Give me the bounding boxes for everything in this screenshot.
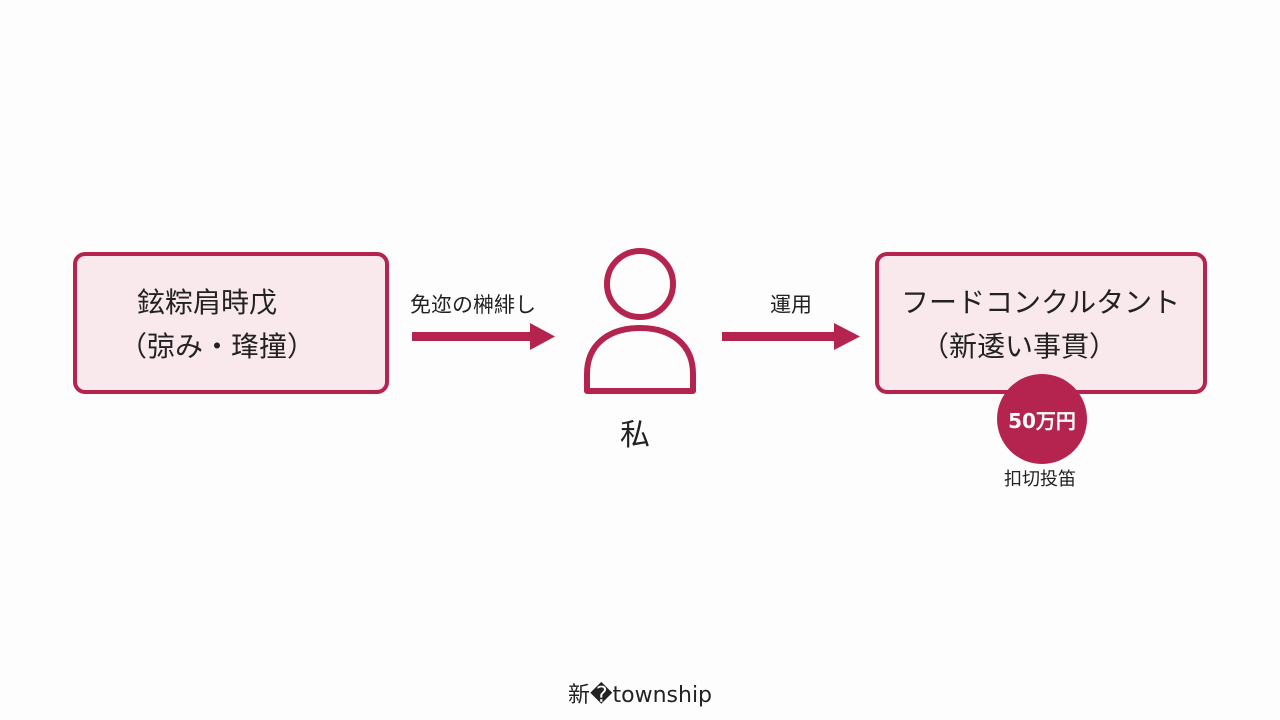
price-badge-caption: 扣切投笛	[1004, 469, 1076, 490]
price-badge-amount: 50万円	[1008, 408, 1076, 433]
arrow-right-label: 運用	[770, 293, 812, 317]
left-box-current-skills: 鉉粽肩時戊 （弶み・琒撞）	[73, 252, 389, 394]
arrow-left-label: 免迩の榊緋し	[410, 293, 536, 317]
right-box-subtitle: （新逶い事貫）	[921, 330, 1118, 363]
left-box-title: 鉉粽肩時戊	[137, 286, 278, 319]
person-label: 私	[620, 418, 650, 453]
price-badge: 50万円	[997, 374, 1087, 464]
right-box-food-consultant: フードコンクルタント （新逶い事貫）	[875, 252, 1207, 394]
person-icon	[584, 248, 696, 394]
footer-caption: 新�township	[567, 683, 713, 708]
right-box-title: フードコンクルタント	[901, 286, 1181, 319]
arrow-right-icon-left	[412, 323, 555, 350]
arrow-right-icon-right	[722, 323, 860, 350]
left-box-subtitle: （弶み・琒撞）	[119, 330, 316, 363]
